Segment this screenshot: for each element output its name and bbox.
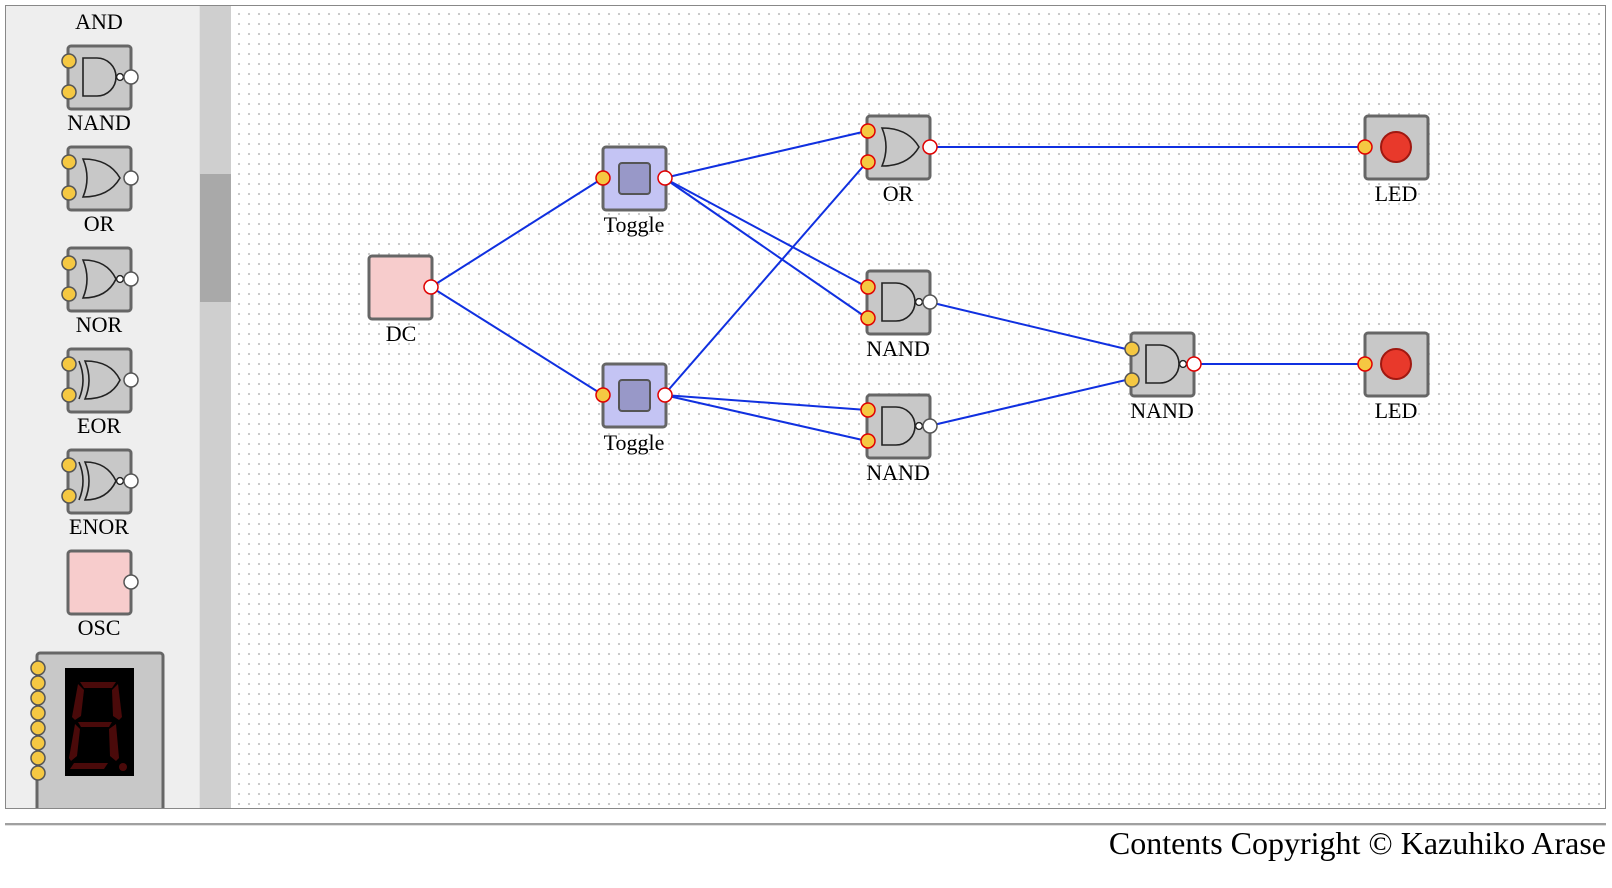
led-lamp-icon xyxy=(1380,131,1412,163)
toolbox-scrollbar-thumb[interactable] xyxy=(200,174,231,302)
toolbox-nor-icon[interactable] xyxy=(61,246,139,313)
led-top-label: LED xyxy=(1375,181,1418,206)
toolbox-label-osc: OSC xyxy=(77,615,121,640)
toggle-button-icon[interactable] xyxy=(618,162,651,195)
led-bottom-label: LED xyxy=(1375,398,1418,423)
nand-middle-label: NAND xyxy=(866,336,930,361)
copyright-notice: Contents Copyright © Kazuhiko Arase xyxy=(1108,825,1606,861)
toolbox-eor-icon[interactable] xyxy=(61,347,139,414)
dc-source[interactable]: DC xyxy=(367,254,439,346)
nand-gate-middle[interactable]: NAND xyxy=(860,269,938,361)
toggle-top-label: Toggle xyxy=(604,212,665,237)
simulator-frame: AND NAND OR NOR EOR ENOR OSC xyxy=(5,5,1606,809)
or-gate-label: OR xyxy=(883,181,914,206)
led-lamp-icon xyxy=(1380,348,1412,380)
toolbox-osc-icon[interactable] xyxy=(66,549,139,616)
toolbox-label-nor: NOR xyxy=(75,312,123,337)
nand-gate-right[interactable]: NAND xyxy=(1124,331,1202,423)
toolbox-label-eor: EOR xyxy=(77,413,121,438)
wire-toggle-bottom-nand-b[interactable] xyxy=(663,394,868,442)
led-top[interactable]: LED xyxy=(1357,114,1430,206)
toolbox-enor-icon[interactable] xyxy=(61,448,139,515)
toolbox-nand-icon[interactable] xyxy=(61,44,139,111)
footer-divider xyxy=(5,823,1606,826)
or-gate[interactable]: OR xyxy=(860,114,938,206)
circuit-canvas[interactable]: DC Toggle Toggle OR xyxy=(231,6,1606,809)
wire-toggle-top-nand-a[interactable] xyxy=(663,177,868,288)
toolbox-label-enor: ENOR xyxy=(69,514,129,539)
toolbox-or-icon[interactable] xyxy=(61,145,139,212)
device-toolbox: AND NAND OR NOR EOR ENOR OSC xyxy=(6,6,199,808)
circuit-workspace[interactable]: DC Toggle Toggle OR xyxy=(231,6,1605,808)
nand-gate-lower[interactable]: NAND xyxy=(860,393,938,485)
wire-toggle-bottom-or[interactable] xyxy=(663,161,868,396)
toolbox-scrollbar[interactable] xyxy=(199,6,231,808)
led-bottom[interactable]: LED xyxy=(1357,331,1430,423)
nand-lower-label: NAND xyxy=(866,460,930,485)
wires xyxy=(430,130,1360,442)
toggle-switch-top[interactable]: Toggle xyxy=(595,145,673,237)
toggle-switch-bottom[interactable]: Toggle xyxy=(595,362,673,455)
toolbox-canvas xyxy=(30,44,165,808)
nand-right-label: NAND xyxy=(1130,398,1194,423)
wire-toggle-top-nand-b[interactable] xyxy=(663,177,868,319)
wire-nand-nand-b[interactable] xyxy=(928,379,1127,427)
wire-dc-toggle-top[interactable] xyxy=(430,177,604,288)
wire-toggle-bottom-nand-a[interactable] xyxy=(663,394,868,411)
toolbox-label-nand: NAND xyxy=(67,110,131,135)
seven-segment-display-icon[interactable] xyxy=(30,651,165,808)
toolbox-label-and: AND xyxy=(75,9,123,34)
toggle-button-icon[interactable] xyxy=(618,379,651,412)
dc-label: DC xyxy=(386,321,417,346)
wire-nand-nand-a[interactable] xyxy=(928,301,1127,350)
or-gate-icon xyxy=(880,127,920,167)
wire-dc-toggle-bottom[interactable] xyxy=(430,286,604,396)
toolbox-label-or: OR xyxy=(83,211,115,236)
wire-toggle-top-or[interactable] xyxy=(663,130,868,179)
toggle-bottom-label: Toggle xyxy=(604,430,665,455)
